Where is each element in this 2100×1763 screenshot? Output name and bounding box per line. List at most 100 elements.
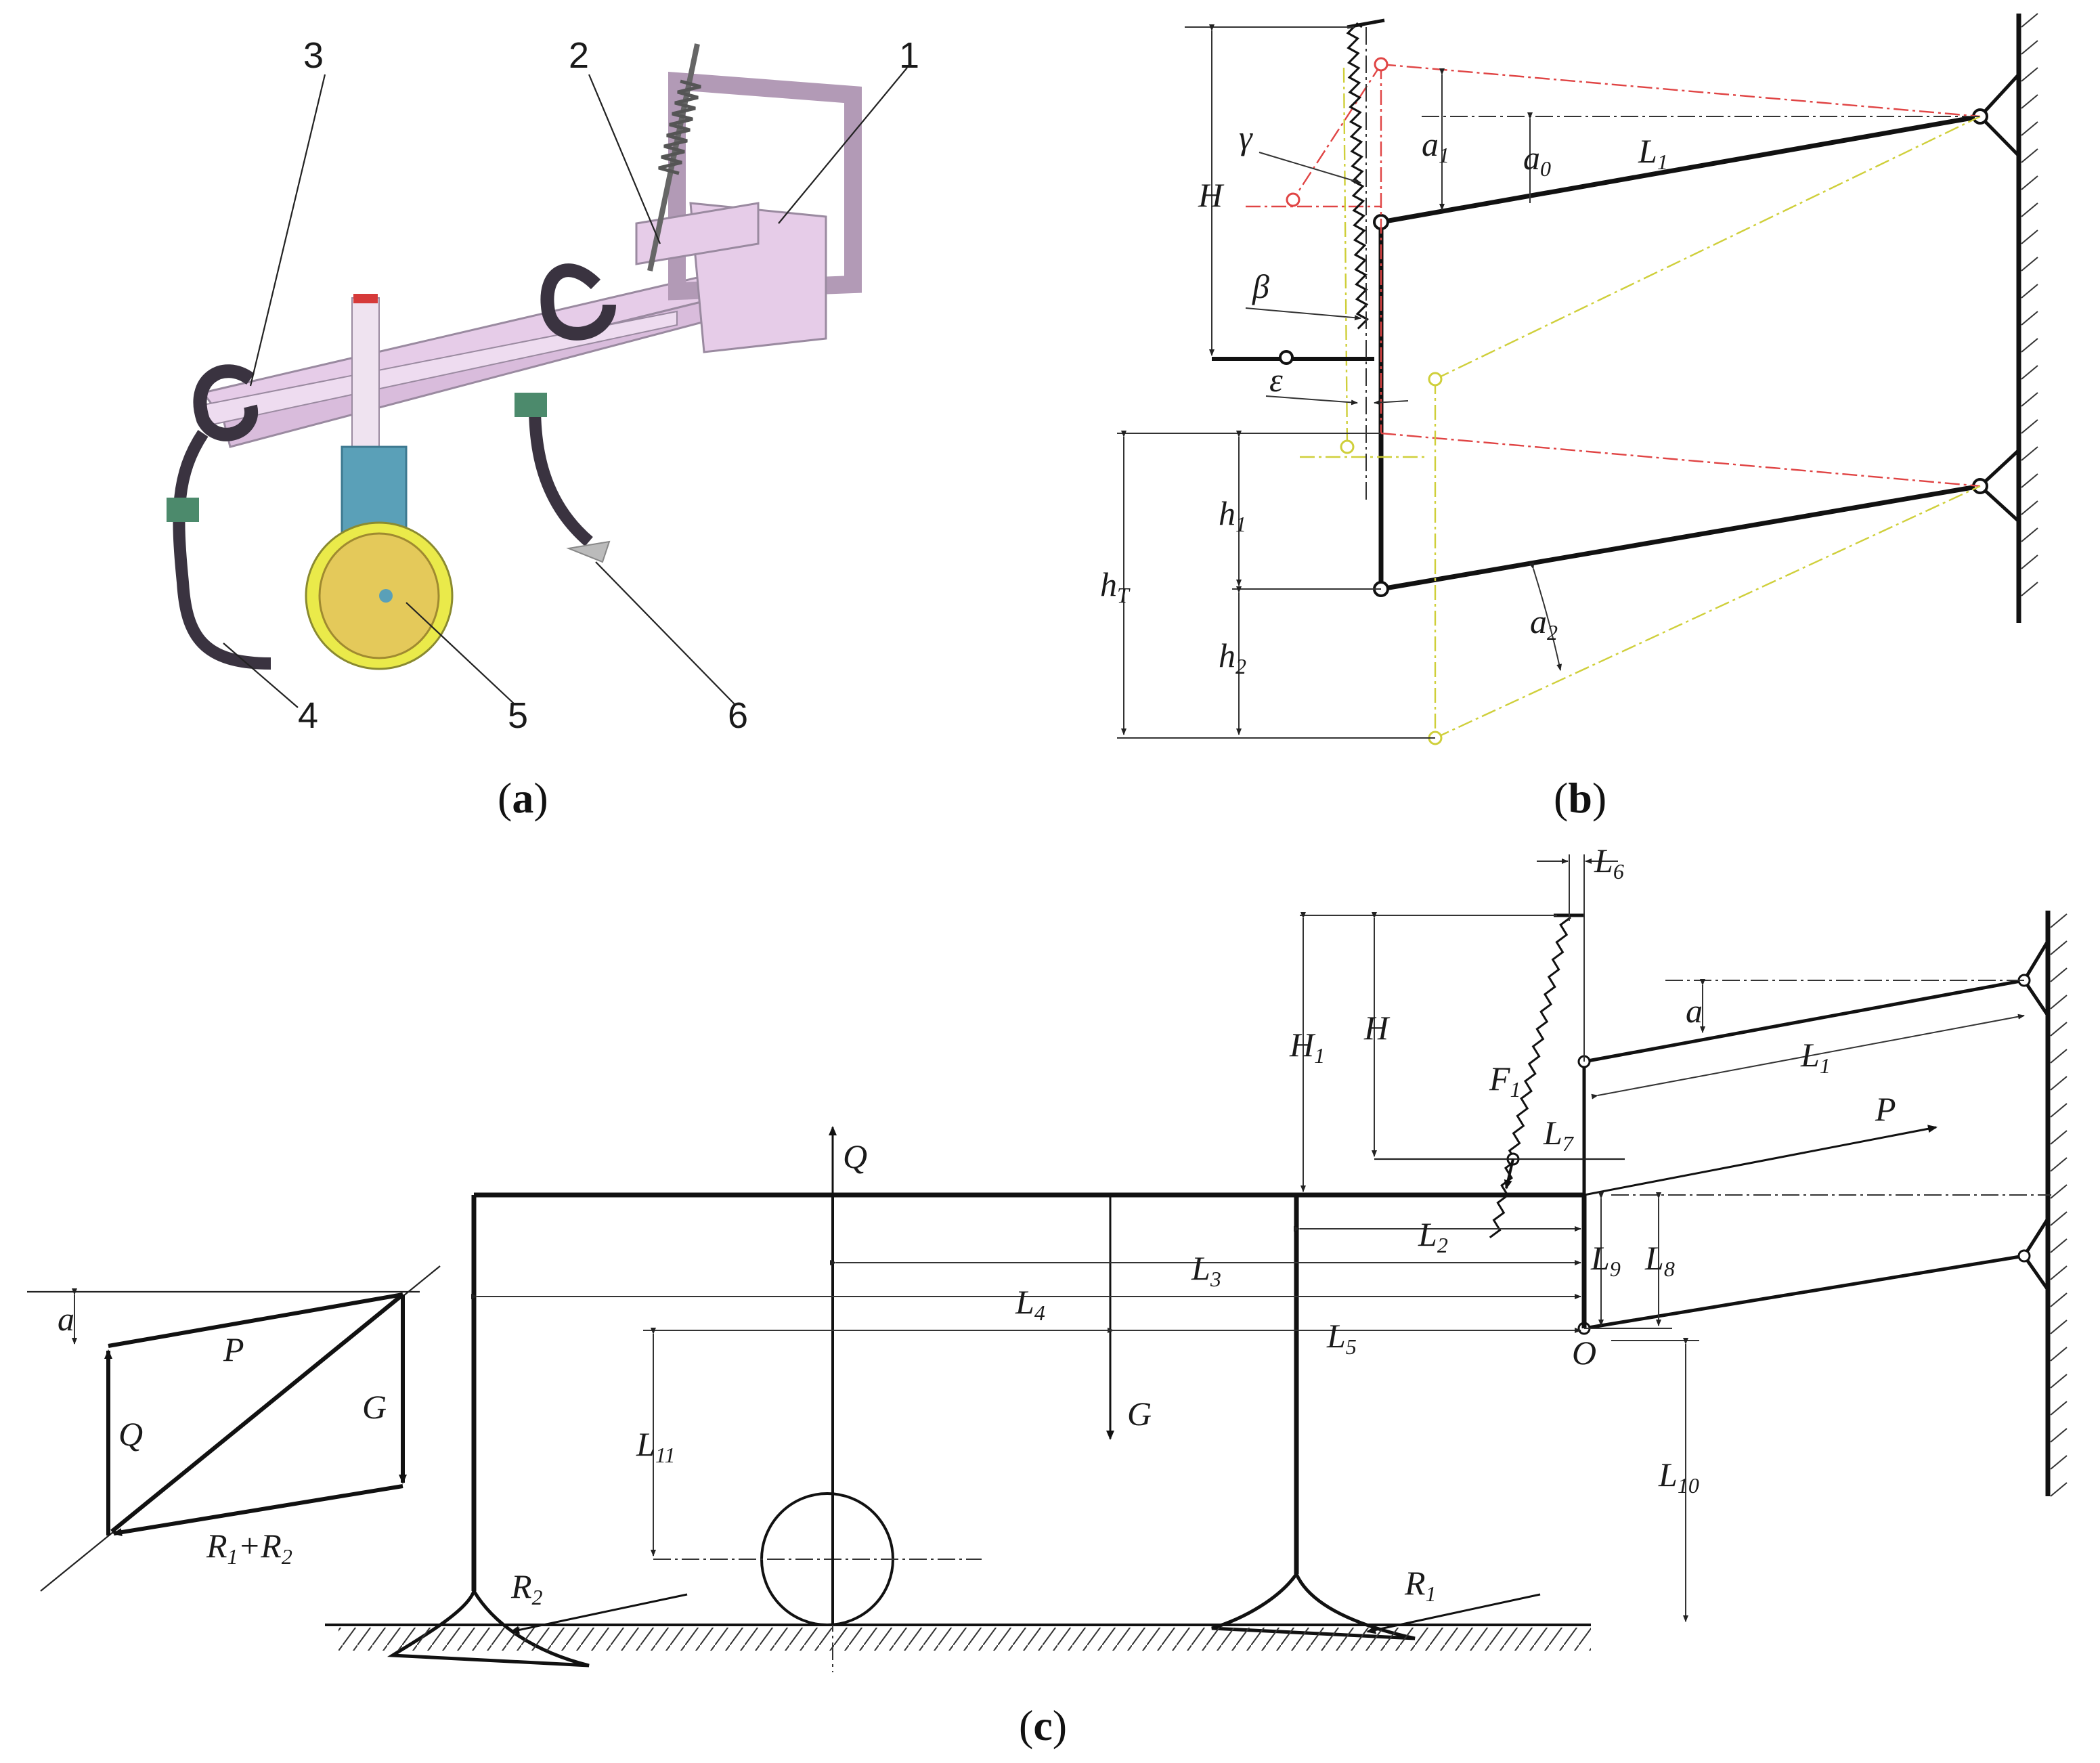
label-R2: R2 [510, 1567, 543, 1609]
label-L1-c: L1 [1800, 1036, 1831, 1078]
polygon-label-a: a [58, 1300, 74, 1338]
epsilon-leader-r [1374, 399, 1409, 406]
wheel-hub [379, 589, 393, 603]
polygon-label-G: G [362, 1388, 387, 1426]
label-F1: F1 [1489, 1060, 1521, 1102]
label-R1: R1 [1404, 1564, 1437, 1606]
label-a2: a2 [1530, 603, 1558, 645]
label-L11: L11 [636, 1425, 675, 1467]
L1-dim-c [1591, 1014, 2025, 1100]
callout-line-5 [406, 602, 515, 705]
label-a0: a0 [1523, 139, 1551, 181]
label-L7: L7 [1543, 1114, 1575, 1156]
label-H1: H1 [1289, 1026, 1325, 1068]
left-tine-coil [193, 364, 259, 441]
force-polygon: a P Q G R1+R2 [27, 1265, 441, 1592]
left-tine [173, 430, 271, 670]
callout-1: 1 [899, 35, 919, 76]
panel-a-model: 1 2 3 4 5 6 (a) [167, 35, 919, 822]
yellow-lower-link [1435, 485, 1981, 739]
yellow-spring [1342, 67, 1349, 448]
polygon-label-Q: Q [118, 1415, 143, 1453]
spring-c [1489, 916, 1571, 1239]
spring-b [1346, 22, 1370, 330]
label-h1: h1 [1219, 494, 1246, 536]
label-a1: a1 [1422, 125, 1449, 167]
depth-post [351, 297, 380, 461]
left-tine-clamp [167, 498, 199, 522]
label-h2: h2 [1219, 636, 1246, 678]
red-pivot-2 [1286, 192, 1300, 207]
label-G-c: G [1127, 1395, 1152, 1433]
red-spring [1292, 64, 1382, 200]
right-tine-coil [540, 263, 616, 341]
right-tine [529, 406, 593, 546]
label-L2: L2 [1418, 1215, 1448, 1257]
label-epsilon: ε [1269, 361, 1283, 399]
caption-a: (a) [498, 774, 548, 822]
R2-arrow [510, 1593, 688, 1634]
yellow-pivot-3 [1340, 439, 1355, 454]
callout-line-2 [588, 74, 661, 244]
red-lower-link [1380, 432, 1981, 487]
caption-b: (b) [1554, 774, 1606, 822]
caption-c: (c) [1019, 1701, 1067, 1749]
label-L3: L3 [1191, 1249, 1221, 1291]
R1-arrow [1366, 1593, 1541, 1634]
label-P-c: P [1875, 1090, 1896, 1128]
red-upper-link [1380, 63, 1981, 118]
spring-b-foot [1279, 350, 1294, 365]
callout-line-6 [595, 561, 735, 705]
gamma-leader [1259, 152, 1361, 184]
label-beta: β [1252, 267, 1269, 305]
callout-line-3 [249, 74, 326, 387]
polygon-label-P: P [223, 1330, 244, 1368]
label-H-c: H [1363, 1009, 1391, 1047]
a2-arc [1529, 562, 1562, 671]
callout-4: 4 [298, 695, 318, 736]
label-Q-c: Q [843, 1137, 867, 1175]
label-L10: L10 [1658, 1456, 1699, 1498]
spring-rod [647, 43, 700, 271]
F1-arrow [1504, 1158, 1514, 1190]
label-H-b: H [1198, 176, 1225, 214]
label-L9: L9 [1590, 1239, 1621, 1281]
callout-2: 2 [569, 35, 589, 76]
label-L5: L5 [1326, 1317, 1357, 1359]
right-tine-clamp [515, 393, 547, 417]
upper-link-b [1380, 114, 1981, 225]
linkage-link [635, 202, 760, 265]
label-L8: L8 [1644, 1239, 1675, 1281]
label-gamma: γ [1239, 118, 1253, 156]
label-hT: hT [1100, 565, 1131, 607]
wall-b-hatch [2021, 13, 2038, 596]
callout-5: 5 [508, 695, 528, 736]
epsilon-leader-l [1265, 395, 1358, 406]
pivot-c-2 [2017, 1249, 2031, 1263]
label-L1-b: L1 [1638, 132, 1668, 174]
callout-line-1 [778, 67, 908, 224]
wall-c-hatch [2050, 913, 2068, 1497]
callout-3: 3 [303, 35, 324, 76]
yellow-upper-link [1435, 115, 1981, 380]
label-L4: L4 [1015, 1283, 1045, 1325]
lower-link-b [1380, 483, 1981, 592]
right-shovel [566, 540, 611, 563]
callout-line-4 [223, 643, 299, 708]
yellow-pivot [1428, 372, 1443, 387]
spring-coil [658, 79, 701, 175]
spring-b-top-bar [1347, 18, 1385, 29]
polygon-R [112, 1484, 403, 1536]
polygon-diagonal [110, 1292, 404, 1533]
rear-shovel [387, 1587, 590, 1668]
polygon-label-R: R1+R2 [206, 1527, 292, 1569]
callout-6: 6 [728, 695, 748, 736]
label-L6: L6 [1594, 842, 1624, 884]
polygon-P [108, 1292, 403, 1348]
red-pivot [1374, 57, 1388, 72]
panel-c-diagram: P a L1 L6 H1 H F1 L7 Q G L2 L3 L4 [27, 842, 2068, 1749]
P-arrow [1583, 1125, 1938, 1196]
panel-b-diagram: H γ β ε a1 a0 L1 h1 h2 hT a2 (b) [1100, 13, 2038, 822]
